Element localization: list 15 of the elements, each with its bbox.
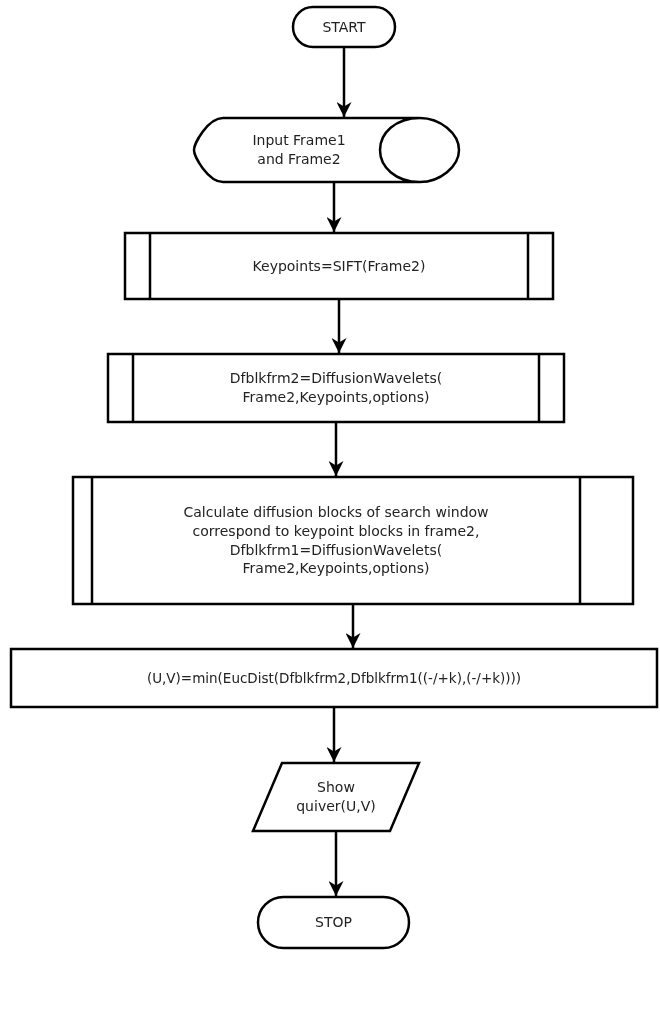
step-text: Show quiver(U,V) [295,778,377,816]
arrow [326,708,342,762]
step-text: STOP [315,913,352,932]
step-text: START [322,17,366,37]
arrow [345,605,361,648]
step-text: Input Frame1 and Frame2 [251,131,347,169]
arrow [328,832,344,896]
step-text: Dfblkfrm2=DiffusionWavelets( Frame2,Keypoints,options) [228,369,444,407]
step-text: Calculate diffusion blocks of search window correspond to keypoint blocks in frame2, Dfblkfrm1=DiffusionWavelets( Frame2,Keypoints,options) [182,502,490,579]
arrow [336,48,352,117]
step-text: Keypoints=SIFT(Frame2) [252,256,426,276]
arrow [326,183,342,232]
arrow [328,423,344,476]
step-text: (U,V)=min(EucDist(Dfblkfrm2,Dfblkfrm1((-/+k),(-/+k)))) [146,668,522,688]
arrow [331,300,347,353]
